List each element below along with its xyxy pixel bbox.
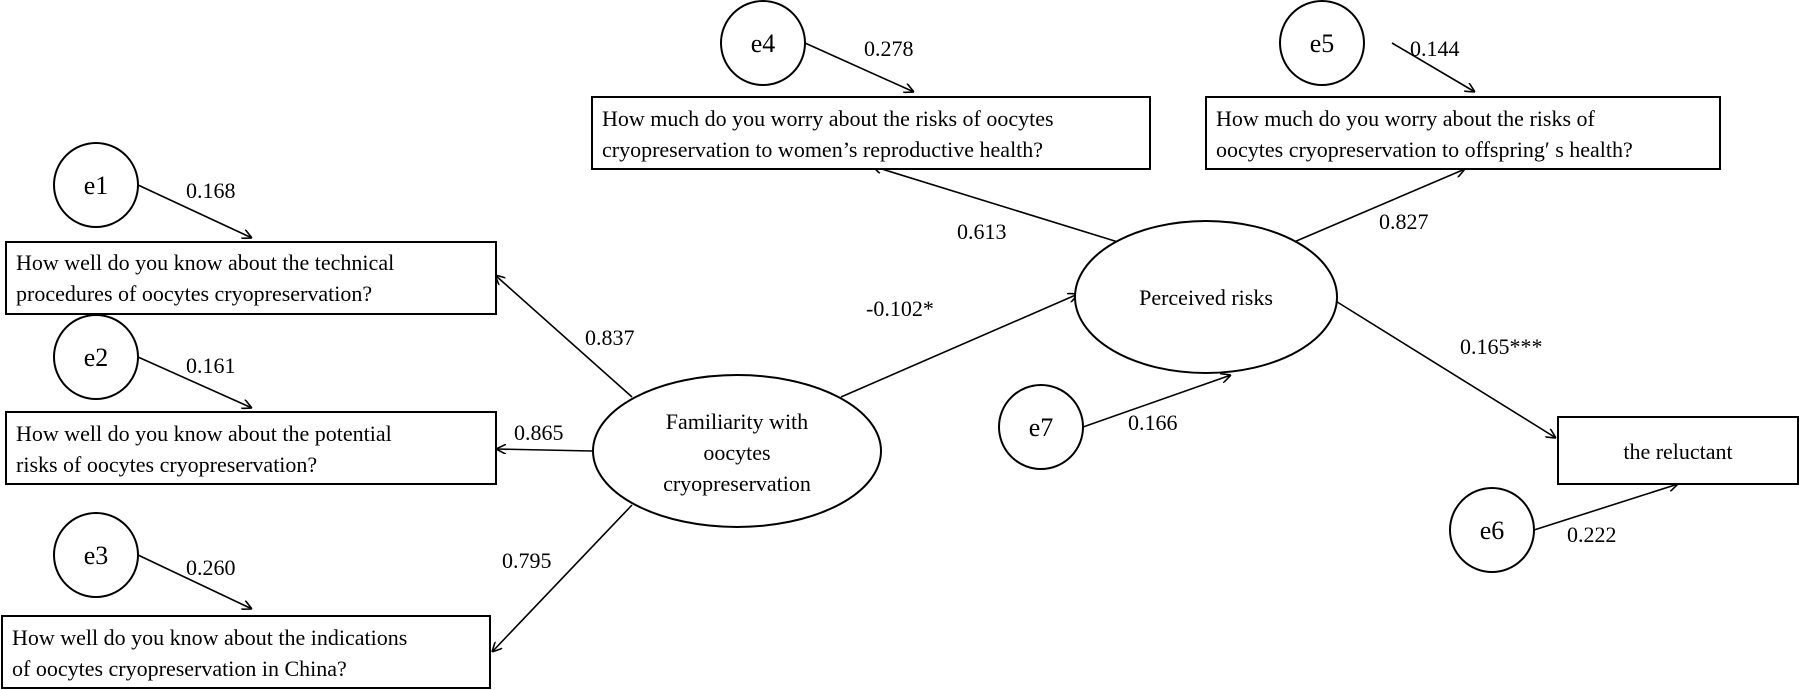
indicator-q3-line-2: of oocytes cryopreservation in China?: [12, 656, 347, 681]
arrow-e4-to-q4: [804, 42, 914, 92]
error-e5: e5: [1279, 0, 1365, 86]
arrow-e5-to-q5: [1391, 42, 1475, 92]
error-e5-label: e5: [1310, 29, 1335, 58]
indicator-q2-line-1: How well do you know about the potential: [16, 421, 392, 446]
coef-risk-outcome: 0.165***: [1460, 334, 1543, 359]
latent-familiarity-line-2: oocytes: [703, 440, 770, 465]
coef-e3: 0.260: [186, 555, 236, 580]
indicator-q1-line-1: How well do you know about the technical: [16, 250, 394, 275]
coef-e7: 0.166: [1128, 410, 1178, 435]
error-e3-label: e3: [84, 541, 109, 570]
coef-e6: 0.222: [1567, 522, 1617, 547]
coef-fam-risk: -0.102*: [866, 296, 934, 321]
error-e6: e6: [1449, 487, 1535, 573]
indicator-q5-line-2: oocytes cryopreservation to offspring′ s…: [1216, 137, 1633, 162]
arrow-e6-to-outcome: [1533, 484, 1678, 531]
indicator-q2-line-2: risks of oocytes cryopreservation?: [16, 452, 317, 477]
arrow-e2-to-q2: [137, 356, 252, 408]
coefficients: 0.168 0.161 0.260 0.278 0.144 0.222 0.16…: [186, 36, 1617, 580]
error-e3: e3: [53, 512, 139, 598]
coef-fam-q3: 0.795: [502, 548, 552, 573]
outcome-box: the reluctant: [1557, 416, 1799, 485]
indicator-q5-line-1: How much do you worry about the risks of: [1216, 106, 1596, 131]
indicator-q3: How well do you know about the indicatio…: [1, 615, 491, 689]
indicator-q2: How well do you know about the potential…: [5, 411, 497, 485]
latent-perceived-risks: Perceived risks: [1074, 220, 1338, 374]
arrow-fam-to-q2: [496, 449, 593, 451]
indicator-q1-line-2: procedures of oocytes cryopreservation?: [16, 281, 372, 306]
coef-fam-q2: 0.865: [514, 420, 564, 445]
indicator-q4-line-2: cryopreservation to women’s reproductive…: [602, 137, 1043, 162]
error-e4: e4: [720, 0, 806, 86]
arrow-risk-to-outcome: [1333, 299, 1556, 438]
error-e7: e7: [998, 384, 1084, 470]
latent-familiarity: Familiarity with oocytes cryopreservatio…: [592, 374, 882, 528]
indicator-q3-line-1: How well do you know about the indicatio…: [12, 625, 407, 650]
coef-e1: 0.168: [186, 178, 236, 203]
coef-risk-q5: 0.827: [1379, 209, 1429, 234]
latent-perceived-risks-label: Perceived risks: [1139, 285, 1273, 310]
error-e1-label: e1: [84, 171, 109, 200]
coef-risk-q4: 0.613: [957, 219, 1007, 244]
outcome-label: the reluctant: [1623, 439, 1732, 464]
indicator-q4-line-1: How much do you worry about the risks of…: [602, 106, 1054, 131]
arrow-fam-to-q1: [495, 275, 633, 398]
indicator-q5: How much do you worry about the risks of…: [1205, 96, 1721, 170]
latent-familiarity-line-3: cryopreservation: [663, 471, 811, 496]
arrow-fam-to-q3: [492, 504, 633, 652]
error-e2-label: e2: [84, 343, 109, 372]
arrow-e7-to-risk: [1082, 375, 1231, 428]
indicator-q1: How well do you know about the technical…: [5, 241, 497, 315]
error-e6-label: e6: [1480, 516, 1505, 545]
paths: [137, 42, 1678, 652]
error-e2: e2: [53, 314, 139, 400]
indicator-q4: How much do you worry about the risks of…: [591, 96, 1151, 170]
error-e1: e1: [53, 142, 139, 228]
coef-e5: 0.144: [1410, 36, 1460, 61]
coef-e2: 0.161: [186, 353, 236, 378]
arrow-risk-to-q5: [1293, 169, 1465, 243]
arrow-e1-to-q1: [137, 184, 252, 238]
coef-fam-q1: 0.837: [585, 325, 635, 350]
arrow-e3-to-q3: [137, 554, 252, 609]
arrow-risk-to-q4: [872, 166, 1119, 243]
latent-familiarity-line-1: Familiarity with: [666, 409, 808, 434]
error-e7-label: e7: [1029, 413, 1054, 442]
error-e4-label: e4: [751, 29, 776, 58]
arrow-fam-to-risk: [840, 294, 1078, 398]
coef-e4: 0.278: [864, 36, 914, 61]
